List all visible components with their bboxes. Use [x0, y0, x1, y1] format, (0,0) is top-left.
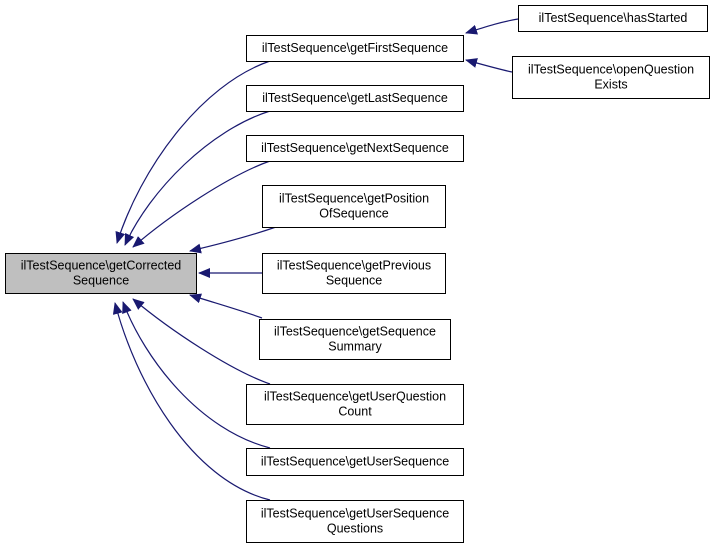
node-label-line: ilTestSequence\getUserSequence	[261, 507, 449, 521]
edges-layer	[112, 18, 519, 501]
node-box	[246, 85, 464, 112]
node-label-line: ilTestSequence\hasStarted	[539, 11, 688, 25]
node-box	[262, 253, 446, 294]
node-getLastSequence[interactable]: ilTestSequence\getLastSequence	[246, 85, 464, 112]
node-label-line: ilTestSequence\getSequence	[274, 325, 436, 339]
node-box	[518, 5, 708, 32]
nodes-layer: ilTestSequence\getCorrectedSequenceilTes…	[5, 5, 710, 543]
node-box	[246, 448, 464, 476]
node-box	[246, 384, 464, 425]
node-box	[512, 56, 710, 99]
edge-hasStarted-to-getFirstSequence	[465, 18, 519, 35]
node-hasStarted[interactable]: ilTestSequence\hasStarted	[518, 5, 708, 32]
node-label-line: Sequence	[326, 274, 382, 288]
node-box	[5, 253, 197, 294]
node-box	[262, 185, 446, 228]
edge-getNextSequence-to-getCorrectedSequence	[132, 160, 271, 248]
node-label-line: Exists	[594, 78, 627, 92]
node-label-line: Questions	[327, 522, 383, 536]
edge-getUserSequence-to-getCorrectedSequence	[122, 301, 271, 449]
edge-getUserSequenceQuestions-to-getCorrectedSequence	[112, 302, 271, 501]
node-label-line: Sequence	[73, 274, 129, 288]
edge-getUserQuestionCount-to-getCorrectedSequence	[132, 298, 271, 385]
edge-getLastSequence-to-getCorrectedSequence	[124, 110, 271, 246]
node-label-line: ilTestSequence\openQuestion	[528, 63, 694, 77]
node-label-line: ilTestSequence\getPrevious	[277, 259, 431, 273]
node-label-line: ilTestSequence\getCorrected	[21, 259, 182, 273]
node-label-line: OfSequence	[319, 207, 389, 221]
edge-getSequenceSummary-to-getCorrectedSequence	[189, 293, 263, 319]
node-label-line: ilTestSequence\getUserSequence	[261, 455, 449, 469]
node-getNextSequence[interactable]: ilTestSequence\getNextSequence	[246, 135, 464, 162]
node-label-line: Count	[338, 405, 372, 419]
edge-getFirstSequence-to-getCorrectedSequence	[115, 60, 271, 244]
edge-getPositionOfSequence-to-getCorrectedSequence	[189, 226, 277, 254]
node-getUserSequence[interactable]: ilTestSequence\getUserSequence	[246, 448, 464, 476]
node-getFirstSequence[interactable]: ilTestSequence\getFirstSequence	[246, 35, 464, 62]
node-box	[246, 135, 464, 162]
node-label-line: ilTestSequence\getLastSequence	[262, 91, 448, 105]
node-box	[246, 35, 464, 62]
node-label-line: ilTestSequence\getFirstSequence	[262, 41, 448, 55]
node-label-line: ilTestSequence\getUserQuestion	[264, 390, 446, 404]
node-box	[246, 500, 464, 543]
node-label-line: ilTestSequence\getPosition	[279, 192, 429, 206]
edge-openQuestionExists-to-getFirstSequence	[465, 58, 513, 73]
node-label-line: Summary	[328, 340, 382, 354]
node-box	[259, 319, 451, 360]
node-label-line: ilTestSequence\getNextSequence	[261, 141, 449, 155]
